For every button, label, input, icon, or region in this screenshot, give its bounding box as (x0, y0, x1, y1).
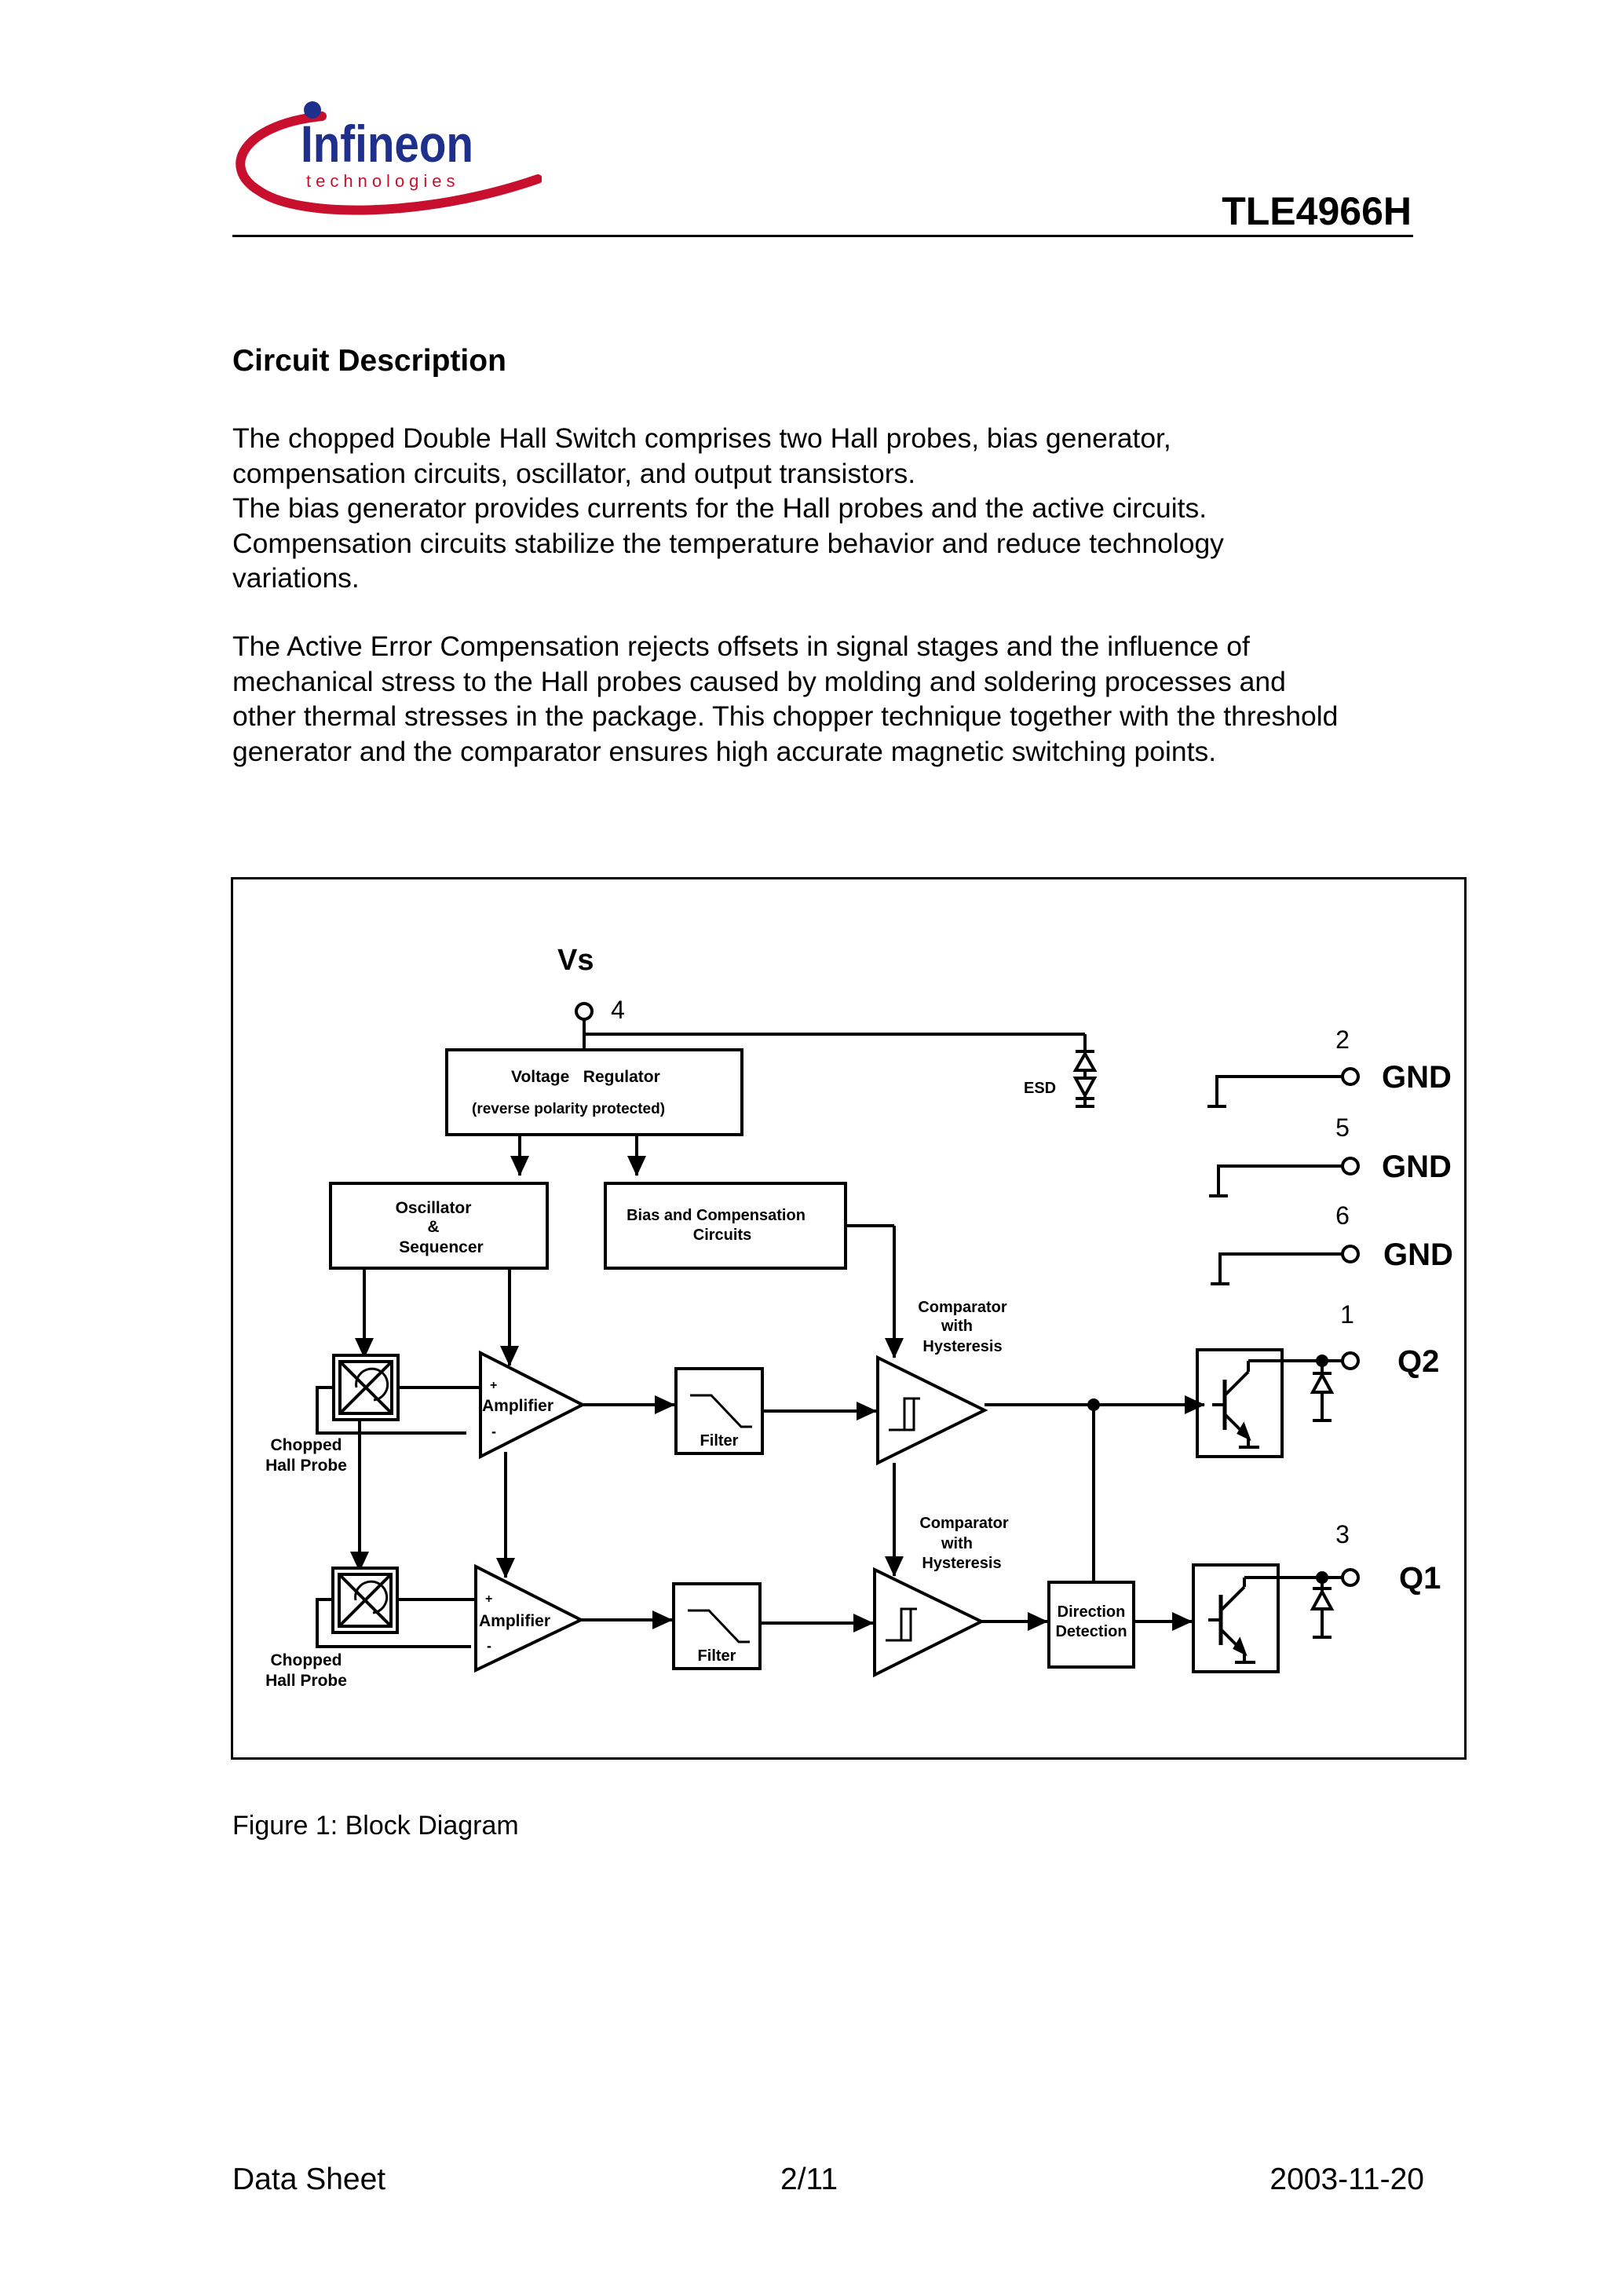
hall-probe-1-label: Hall Probe (265, 1457, 347, 1475)
vs-label: Vs (557, 944, 594, 977)
filter-1-curve (690, 1394, 752, 1428)
esd-diodes (1072, 1047, 1098, 1108)
hall-probe-1 (332, 1354, 400, 1421)
paragraph-line: compensation circuits, oscillator, and o… (232, 457, 916, 489)
q2-label: Q2 (1397, 1344, 1439, 1379)
logo-wordmark: Infineon (301, 115, 473, 173)
amplifier-1-label: Amplifier (482, 1397, 553, 1415)
paragraph-line: The chopped Double Hall Switch comprises… (232, 422, 1171, 454)
hall-probe-2 (331, 1567, 399, 1634)
amplifier-2-plus: + (485, 1592, 492, 1606)
paragraph-line: variations. (232, 562, 360, 594)
q1-pin-terminal (1341, 1568, 1360, 1587)
paragraph-1: The chopped Double Hall Switch comprises… (232, 421, 1449, 596)
figure-caption: Figure 1: Block Diagram (232, 1811, 519, 1841)
hysteresis-symbol-2 (886, 1607, 917, 1642)
filter-2-label: Filter (698, 1647, 736, 1665)
gnd-label: GND (1383, 1238, 1453, 1272)
gnd-pin-2-wire (1207, 1067, 1360, 1108)
filter-2-curve (688, 1609, 750, 1643)
filter-1 (674, 1367, 764, 1455)
gnd-label: GND (1382, 1150, 1452, 1184)
comparator-2-label: Comparator (919, 1515, 1009, 1532)
header-rule (232, 235, 1413, 237)
q1-pin-number: 3 (1335, 1520, 1350, 1548)
gnd-pin-number: 5 (1335, 1113, 1350, 1142)
paragraph-2: The Active Error Compensation rejects of… (232, 629, 1449, 769)
q1-clamp-diode (1310, 1578, 1335, 1639)
block-diagram: Vs 4 Voltage Regulator (reverse polarity… (265, 944, 1453, 1690)
amplifier-2-minus: - (487, 1638, 491, 1654)
amplifier-1-plus: + (490, 1379, 497, 1392)
amplifier-2 (474, 1563, 585, 1673)
gnd-pin-number: 2 (1335, 1026, 1350, 1054)
bias-label: Bias and Compensation (627, 1207, 806, 1224)
voltage-regulator-block (445, 1048, 743, 1136)
footer-doc-type: Data Sheet (232, 2163, 386, 2196)
q1-label: Q1 (1399, 1561, 1441, 1596)
figure-frame (231, 877, 1467, 1760)
q2-pin-terminal (1341, 1351, 1360, 1370)
wire (316, 1598, 471, 1648)
amplifier-1 (479, 1350, 586, 1460)
comparator-1-label: with (941, 1318, 973, 1335)
esd-label: ESD (1024, 1080, 1056, 1097)
q2-pin-number: 1 (1340, 1300, 1354, 1329)
q2-clamp-diode (1310, 1361, 1335, 1422)
gnd-pin-6-wire (1211, 1245, 1360, 1285)
paragraph-line: mechanical stress to the Hall probes cau… (232, 665, 1286, 697)
paragraph-line: Compensation circuits stabilize the temp… (232, 527, 1224, 559)
amplifier-2-label: Amplifier (479, 1612, 550, 1630)
gnd-label: GND (1382, 1060, 1452, 1095)
wire (316, 1386, 466, 1435)
oscillator-label: Oscillator (396, 1199, 472, 1217)
comparator-2-label: Hysteresis (922, 1555, 1001, 1572)
hysteresis-symbol-1 (889, 1397, 920, 1431)
gnd-pin-number: 6 (1335, 1201, 1350, 1230)
logo-dot (304, 101, 321, 119)
direction-detection-label: Detection (1055, 1623, 1127, 1640)
paragraph-line: The bias generator provides currents for… (232, 492, 1207, 524)
direction-detection-block (1047, 1581, 1135, 1669)
logo-swoosh (236, 112, 542, 215)
vs-pin-number: 4 (611, 996, 625, 1024)
amplifier-1-minus: - (491, 1424, 496, 1439)
bias-block (604, 1182, 847, 1270)
comparator-2-label: with (941, 1535, 973, 1552)
gnd-pin-5-wire (1209, 1157, 1360, 1197)
footer-page-number: 2/11 (780, 2163, 838, 2196)
section-heading: Circuit Description (232, 344, 506, 378)
filter-2 (672, 1582, 762, 1670)
footer-date: 2003-11-20 (1269, 2163, 1424, 2196)
filter-1-label: Filter (700, 1432, 739, 1450)
comparator-1 (876, 1355, 988, 1466)
logo-subtext: technologies (306, 171, 460, 191)
comparator-1-label: Comparator (918, 1299, 1007, 1316)
voltage-regulator-sublabel: (reverse polarity protected) (472, 1101, 665, 1117)
comparator-1-label: Hysteresis (922, 1338, 1002, 1355)
infineon-logo: Infineon technologies (236, 101, 542, 215)
paragraph-line: The Active Error Compensation rejects of… (232, 631, 1250, 662)
output-transistor-q1 (1192, 1563, 1322, 1673)
paragraph-line: generator and the comparator ensures hig… (232, 735, 1217, 767)
comparator-2 (873, 1567, 985, 1678)
hall-probe-1-label: Chopped (271, 1436, 342, 1454)
direction-detection-label: Direction (1058, 1603, 1126, 1621)
document-id: TLE4966H (1222, 189, 1412, 233)
oscillator-label: Sequencer (399, 1238, 483, 1256)
voltage-regulator-label: Voltage Regulator (511, 1068, 660, 1086)
vs-pin-terminal (575, 1002, 594, 1021)
hall-probe-2-label: Hall Probe (265, 1672, 347, 1690)
hall-probe-2-label: Chopped (271, 1651, 342, 1669)
oscillator-block (329, 1182, 549, 1270)
output-transistor-q2 (1196, 1348, 1322, 1458)
bias-label: Circuits (693, 1227, 751, 1244)
paragraph-line: other thermal stresses in the package. T… (232, 700, 1339, 732)
oscillator-label: & (427, 1218, 439, 1236)
